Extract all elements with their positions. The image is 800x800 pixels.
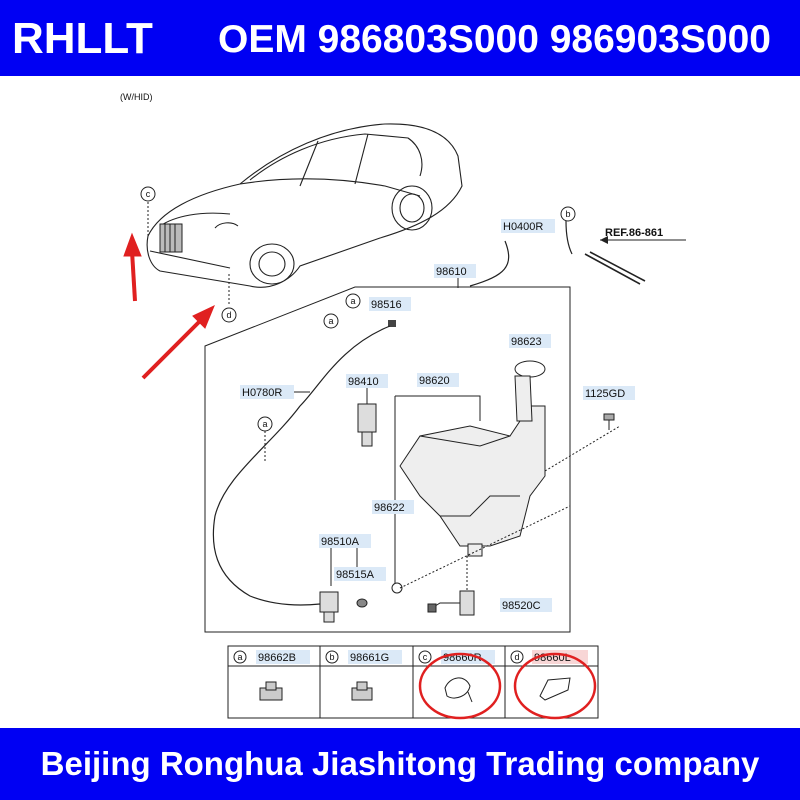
label-98410: 98410: [348, 376, 379, 388]
bolt-part: [603, 413, 615, 430]
parts-diagram: (W/HID) c d: [120, 92, 686, 720]
callout-b-top: b: [560, 206, 576, 222]
grille: [159, 223, 183, 253]
label-h0780r: H0780R: [242, 387, 282, 399]
svg-text:d: d: [226, 310, 231, 320]
hose-main: [212, 325, 391, 606]
clip-part: [388, 320, 396, 327]
pump-98410: [357, 388, 377, 447]
label-h0400r: H0400R: [503, 221, 543, 233]
svg-text:a: a: [350, 296, 355, 306]
car-illustration: [146, 123, 463, 288]
svg-text:b: b: [565, 209, 570, 219]
oem-numbers: OEM 986803S000 986903S000: [218, 18, 771, 61]
grommet-part: [356, 598, 368, 608]
hose-h0400r: [469, 220, 646, 287]
callout-a-3: a: [257, 416, 273, 432]
svg-text:d: d: [514, 652, 519, 662]
label-98515a: 98515A: [336, 569, 375, 581]
company-name: Beijing Ronghua Jiashitong Trading compa…: [40, 745, 760, 782]
pump-98510a: [319, 591, 339, 623]
annotation-arrows: [123, 232, 215, 380]
label-98510a: 98510A: [321, 536, 360, 548]
label-1125gd: 1125GD: [585, 388, 625, 400]
seal-part: [391, 582, 403, 594]
callout-a-2: a: [323, 313, 339, 329]
legend-cell-a: a 98662B: [233, 650, 310, 701]
cap-part: [514, 360, 546, 378]
level-sensor: [427, 590, 475, 616]
label-98610: 98610: [436, 266, 467, 278]
label-98520c: 98520C: [502, 600, 541, 612]
label-98620: 98620: [419, 375, 450, 387]
parts-legend: a 98662B b 98661G c 98660R d 98660L: [227, 645, 599, 719]
brand-name: RHLLT: [12, 14, 153, 63]
legend-part-a: 98662B: [258, 652, 296, 664]
callout-a-1: a: [345, 293, 361, 309]
svg-text:a: a: [328, 316, 333, 326]
car-callout-c: c: [140, 186, 156, 236]
label-98516: 98516: [371, 299, 402, 311]
label-98622: 98622: [374, 502, 405, 514]
svg-text:b: b: [329, 652, 334, 662]
svg-text:a: a: [237, 652, 242, 662]
car-callout-d: d: [221, 274, 237, 323]
svg-text:a: a: [262, 419, 267, 429]
highlight-circle-c: [418, 652, 502, 720]
reservoir: [399, 375, 546, 557]
legend-part-b: 98661G: [350, 652, 389, 664]
assembly-frame: [204, 286, 571, 633]
header-banner: RHLLT OEM 986803S000 986903S000: [0, 0, 800, 76]
reference-label: REF.86-861: [605, 227, 663, 239]
variant-note: (W/HID): [120, 92, 153, 102]
svg-text:c: c: [423, 652, 428, 662]
highlight-circle-d: [513, 652, 597, 720]
label-98623: 98623: [511, 336, 542, 348]
footer-banner: Beijing Ronghua Jiashitong Trading compa…: [0, 728, 800, 800]
legend-cell-b: b 98661G: [325, 650, 402, 701]
svg-text:c: c: [146, 189, 151, 199]
